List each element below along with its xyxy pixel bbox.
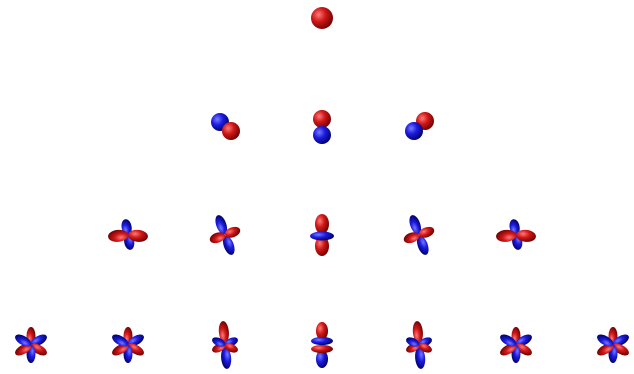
orbital-l3-m-2 xyxy=(110,327,146,363)
orbital-l2-m-2 xyxy=(108,218,149,250)
orbital-l2-m2 xyxy=(496,218,537,250)
positive-sphere xyxy=(311,7,333,29)
row-l2 xyxy=(108,214,537,257)
row-l1 xyxy=(211,110,434,144)
orbital-l3-m0 xyxy=(311,322,333,368)
positive-lobe xyxy=(313,110,331,128)
positive-lobe xyxy=(315,214,329,234)
orbital-l1-m0 xyxy=(313,110,331,144)
orbital-grid xyxy=(13,7,631,369)
negative-lobe xyxy=(405,122,423,140)
row-l3 xyxy=(13,321,631,370)
row-l0 xyxy=(311,7,333,29)
orbital-l2-m0 xyxy=(310,214,334,256)
positive-ring xyxy=(311,345,333,353)
orbital-l2-m-1 xyxy=(208,214,241,257)
orbital-l3-m2 xyxy=(498,327,534,363)
orbital-l3-m1 xyxy=(405,321,434,370)
orbital-l0-m0 xyxy=(311,7,333,29)
orbital-l1-m1 xyxy=(405,112,434,140)
orbital-l3-m-1 xyxy=(211,321,240,370)
positive-lobe xyxy=(222,122,240,140)
orbital-l3-m3 xyxy=(595,327,631,363)
orbital-l2-m1 xyxy=(402,214,435,257)
orbital-l1-m-1 xyxy=(211,113,240,140)
orbital-l3-m-3 xyxy=(13,327,49,363)
negative-ring xyxy=(311,337,333,345)
negative-lobe xyxy=(313,126,331,144)
negative-ring xyxy=(310,232,334,241)
